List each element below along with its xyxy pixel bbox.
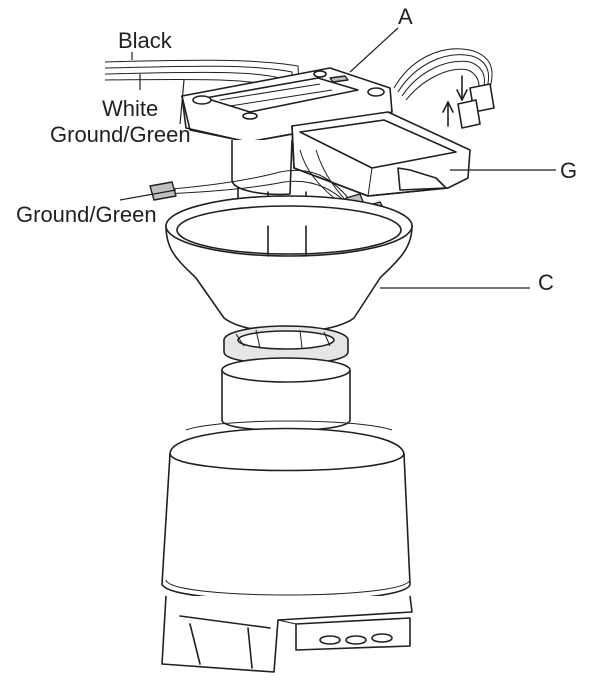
canopy [165,195,413,334]
callout-a: A [398,4,413,29]
callout-c: C [538,270,554,295]
label-ground-green-top: Ground/Green [50,122,191,147]
label-black: Black [118,28,173,53]
receiver-wires [393,48,495,129]
motor-base [161,595,413,673]
motor-housing [161,420,411,602]
label-ground-green-left: Ground/Green [16,202,157,227]
callout-g: G [560,158,577,183]
receiver-box [291,111,471,197]
label-white: White [102,96,158,121]
motor-collar [221,357,351,432]
coupling-ring [223,325,349,365]
leader-lines [119,27,556,289]
